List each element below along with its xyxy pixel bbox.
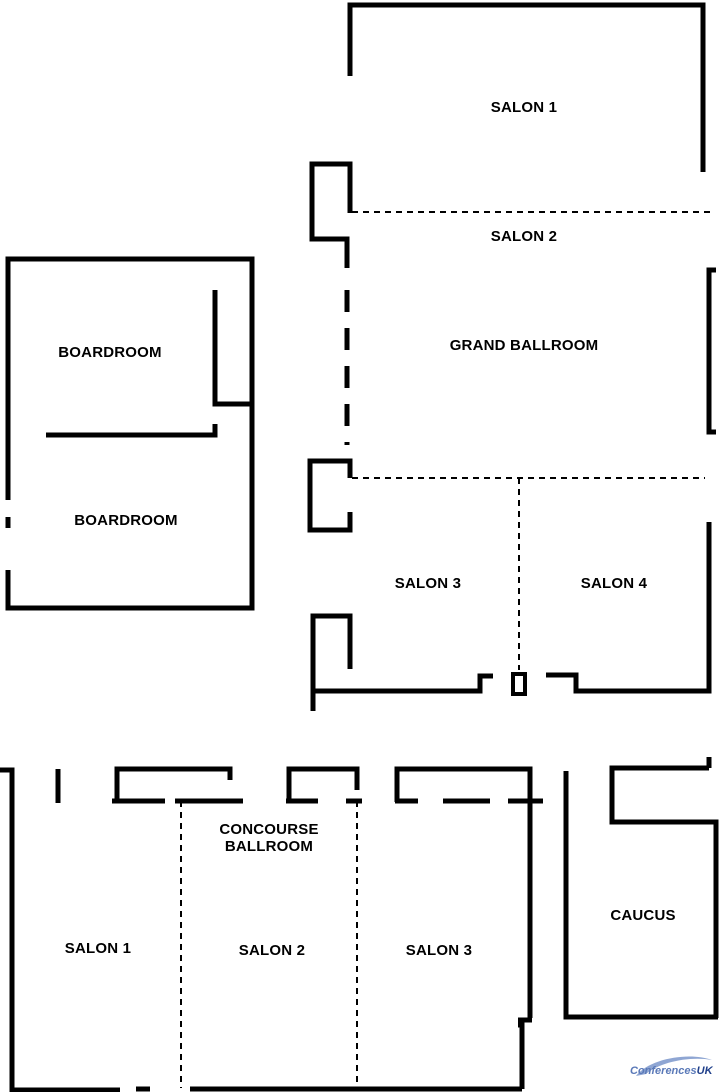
salon1-upper-wall (347, 2, 706, 172)
logo-swoosh (636, 1056, 712, 1076)
logo-text: ConferencesUK (630, 1065, 714, 1077)
label-concourse-line2: BALLROOM (225, 838, 313, 855)
concourse-wing (0, 766, 543, 1092)
boardroom-block (5, 256, 255, 611)
label-concourse-line1: CONCOURSE (219, 821, 318, 838)
salon3-lower-left-wall (310, 613, 353, 711)
label-upper-salon4: SALON 4 (581, 575, 648, 592)
caucus-block (563, 757, 719, 1020)
label-lower-salon1: SALON 1 (65, 940, 131, 957)
top-entrance-3 (394, 766, 533, 802)
label-lower-salon2: SALON 2 (239, 942, 305, 959)
grand-ballroom-right-wall (706, 267, 716, 435)
concourse-right-wall (518, 802, 533, 1089)
label-grand-ballroom: GRAND BALLROOM (450, 337, 599, 354)
label-upper-salon2: SALON 2 (491, 228, 557, 245)
label-caucus: CAUCUS (610, 907, 675, 924)
boardroom-divider (46, 424, 218, 438)
top-entrance-2 (286, 766, 360, 801)
concourse-left-wall (0, 767, 120, 1092)
salon4-bottom-wall (546, 522, 712, 694)
boardroom-inner-partition (212, 290, 250, 407)
conferences-uk-logo: ConferencesUK (630, 1056, 714, 1077)
upper-left-bump (309, 161, 353, 268)
salon3-left-bump (307, 458, 353, 533)
central-pillar (511, 672, 527, 696)
top-entrance-1 (114, 766, 233, 802)
label-upper-salon3: SALON 3 (395, 575, 461, 592)
salon3-bottom-wall (313, 673, 493, 694)
grand-ballroom-wing (307, 2, 716, 711)
label-boardroom-b: BOARDROOM (74, 512, 177, 529)
label-lower-salon3: SALON 3 (406, 942, 472, 959)
label-upper-salon1: SALON 1 (491, 99, 557, 116)
caucus-outer-wall (563, 771, 718, 1020)
caucus-top-wall (609, 765, 719, 1018)
label-boardroom-a: BOARDROOM (58, 344, 161, 361)
boardroom-outer-wall (5, 256, 255, 611)
room-labels: SALON 1 SALON 2 GRAND BALLROOM BOARDROOM… (58, 99, 675, 959)
